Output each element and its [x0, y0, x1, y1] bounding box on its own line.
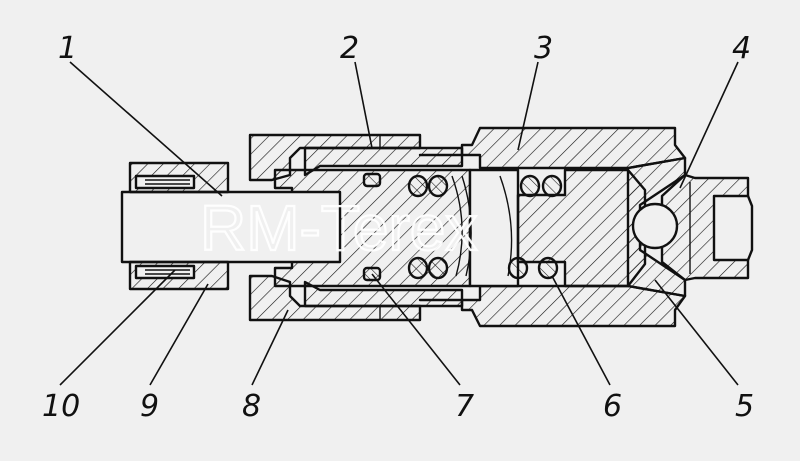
callout-7: 7	[455, 389, 474, 424]
callout-4: 4	[732, 31, 751, 66]
nut	[248, 133, 422, 322]
check-ball	[631, 202, 679, 250]
callout-1: 1	[58, 31, 77, 66]
sleeve	[303, 146, 464, 308]
callout-8: 8	[242, 389, 261, 424]
spring	[407, 174, 563, 280]
leader-lines	[59, 61, 739, 386]
stem-cap	[128, 161, 275, 291]
callout-5: 5	[735, 389, 754, 424]
callout-3: 3	[534, 31, 553, 66]
watermark: RM-Terex	[200, 192, 477, 264]
callout-9: 9	[140, 389, 159, 424]
callout-2: 2	[340, 31, 359, 66]
callouts: 1 2 3 4 5 6 7 8 9 10	[42, 31, 754, 424]
callout-6: 6	[603, 389, 622, 424]
callout-10: 10	[42, 389, 80, 424]
